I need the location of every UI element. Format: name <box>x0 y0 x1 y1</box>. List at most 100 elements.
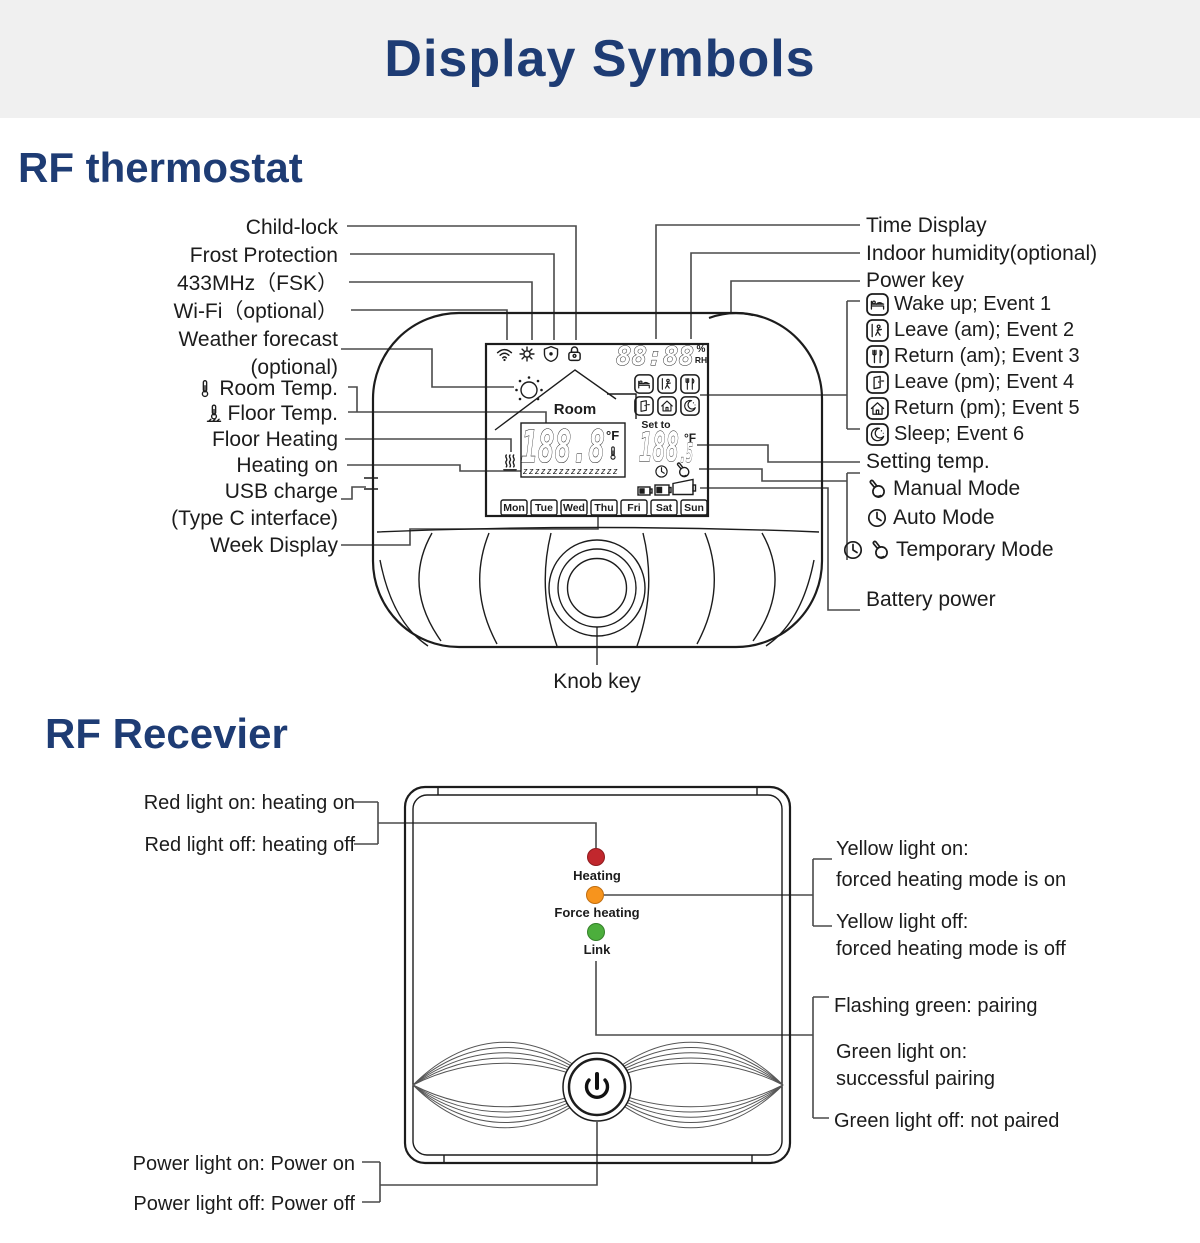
label-green-on-1: Green light on: <box>836 1041 968 1063</box>
week-days-row: Mon Tue Wed Thu Fri Sat Sun <box>500 499 708 516</box>
thermostat-heading: RF thermostat <box>18 144 303 191</box>
lcd-time: 88:88 <box>616 342 694 372</box>
label-time-display: Time Display <box>866 214 987 237</box>
sleep-icon <box>866 423 889 446</box>
label-floor-temp: Floor Temp. <box>0 401 338 426</box>
leave-pm-icon <box>635 397 653 415</box>
label-event-6: Sleep; Event 6 <box>866 422 1024 446</box>
hand-icon <box>866 478 888 500</box>
label-red-off: Red light off: heating off <box>144 834 355 856</box>
return-pm-icon <box>658 397 676 415</box>
label-floor-heating: Floor Heating <box>211 428 338 451</box>
title-banner: Display Symbols <box>0 0 1200 118</box>
label-yellow-on-1: Yellow light on: <box>836 838 969 860</box>
weather-sun-icon <box>515 376 543 401</box>
label-usb-charge: USB charge <box>224 480 338 503</box>
heating-on-icon <box>503 454 517 471</box>
day-wed: Wed <box>563 502 585 514</box>
lcd-set-to-label: Set to <box>641 419 670 431</box>
knob-key <box>548 539 646 637</box>
label-yellow-off-2: forced heating mode is off <box>836 938 1066 960</box>
return-am-icon <box>866 345 889 368</box>
day-fri: Fri <box>627 502 641 514</box>
label-green-off: Green light off: not paired <box>834 1110 1060 1132</box>
label-event-1: Wake up; Event 1 <box>866 292 1051 316</box>
day-sat: Sat <box>656 502 673 514</box>
lcd-set-temp-frac: .5 <box>679 439 693 469</box>
label-heating-on: Heating on <box>236 454 338 477</box>
label-yellow-off-1: Yellow light off: <box>836 911 969 933</box>
lcd-set-temp: 188 <box>639 425 679 471</box>
event-icon-grid <box>635 375 699 415</box>
leave-am-icon <box>658 375 676 393</box>
thermostat-leader-lines <box>341 224 860 665</box>
shield-icon <box>543 345 559 363</box>
label-433mhz: 433MHz（FSK） <box>176 272 338 295</box>
label-event-2: Leave (am); Event 2 <box>866 318 1074 342</box>
label-type-c: (Type C interface) <box>171 507 338 530</box>
label-indoor-humidity: Indoor humidity(optional) <box>866 242 1098 265</box>
room-thermometer-icon <box>196 376 214 401</box>
label-auto-mode: Auto Mode <box>866 506 995 530</box>
lcd-squiggles: zzzzzzzzzzzzzzzz <box>522 466 619 476</box>
wifi-icon <box>496 348 513 362</box>
label-week-display: Week Display <box>210 534 338 557</box>
label-weather-forecast: Weather forecast <box>178 328 338 351</box>
receiver-heading: RF Recevier <box>45 710 288 757</box>
label-yellow-on-2: forced heating mode is on <box>836 869 1067 891</box>
label-weather-optional: (optional) <box>250 356 338 379</box>
return-am-icon <box>681 375 699 393</box>
label-red-on: Red light on: heating on <box>143 792 355 814</box>
day-tue: Tue <box>535 502 553 514</box>
label-manual-mode: Manual Mode <box>866 477 1020 501</box>
lcd-set-unit: °F <box>684 431 696 445</box>
lcd-main-temp: 188.8 <box>521 422 605 473</box>
receiver-leader-lines <box>354 801 832 1203</box>
day-sun: Sun <box>684 502 704 514</box>
label-temporary-mode: Temporary Mode <box>842 538 1054 562</box>
floor-thermometer-icon <box>205 401 223 426</box>
lcd-display: 88:88 % RH Room <box>484 342 710 518</box>
lcd-main-unit: °F <box>606 428 619 443</box>
lcd-rh: RH <box>695 355 707 365</box>
label-child-lock: Child-lock <box>245 216 338 239</box>
battery-icons <box>637 478 697 496</box>
label-knob-key: Knob key <box>553 670 641 693</box>
auto-mode-icon <box>655 465 668 478</box>
label-event-4: Leave (pm); Event 4 <box>866 370 1074 394</box>
leave-pm-icon <box>866 371 889 394</box>
sleep-icon <box>681 397 699 415</box>
thermostat-device: 88:88 % RH Room <box>364 311 824 649</box>
label-flashing-green: Flashing green: pairing <box>834 995 1038 1017</box>
force-heating-led <box>586 886 604 904</box>
label-green-on-2: successful pairing <box>836 1068 995 1090</box>
label-power-off: Power light off: Power off <box>133 1193 355 1215</box>
label-power-on: Power light on: Power on <box>132 1153 355 1175</box>
leave-am-icon <box>866 319 889 342</box>
house-roof <box>494 369 617 431</box>
frost-protection-icon <box>519 346 535 362</box>
link-led <box>587 923 605 941</box>
child-lock-icon <box>568 346 581 362</box>
label-event-5: Return (pm); Event 5 <box>866 396 1080 420</box>
label-battery-power: Battery power <box>866 588 996 611</box>
wake-up-icon <box>635 375 653 393</box>
label-event-3: Return (am); Event 3 <box>866 344 1080 368</box>
thermometer-icon <box>610 446 616 461</box>
label-frost-protection: Frost Protection <box>189 244 338 267</box>
label-setting-temp: Setting temp. <box>866 450 990 473</box>
label-power-key: Power key <box>866 269 965 292</box>
label-wifi: Wi-Fi（optional） <box>173 300 338 323</box>
lcd-percent: % <box>697 344 706 355</box>
day-mon: Mon <box>503 502 525 514</box>
usb-port <box>364 477 378 490</box>
label-led-force-heating: Force heating <box>554 905 640 920</box>
label-led-heating: Heating <box>573 868 621 883</box>
return-pm-icon <box>866 397 889 420</box>
clock-icon <box>866 507 888 529</box>
label-room-temp: Room Temp. <box>0 376 338 401</box>
day-thu: Thu <box>594 502 613 514</box>
hand-icon <box>869 539 891 561</box>
